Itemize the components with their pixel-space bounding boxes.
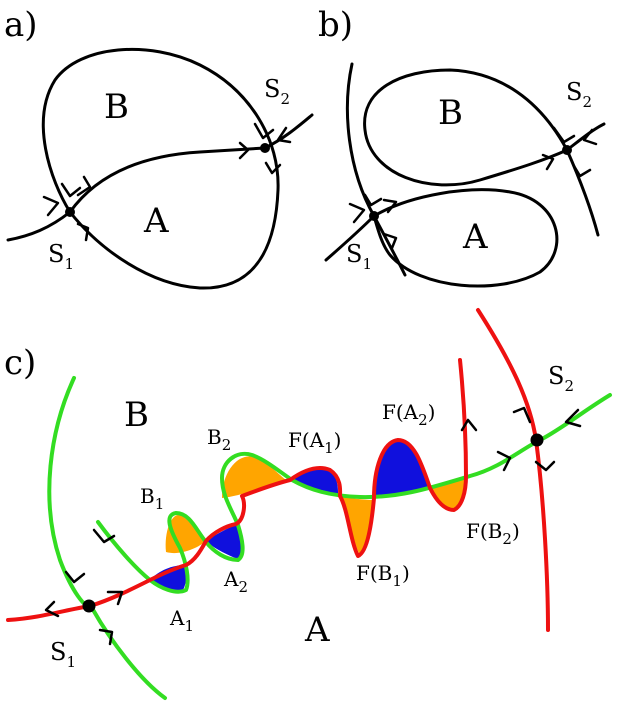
label-a2: A2: [223, 567, 248, 596]
panel-c-arrow-5: [98, 628, 114, 646]
panel-c-arrow-1: [92, 528, 116, 544]
panel-a-arrow-3: [76, 175, 92, 197]
panel-b-s2-point: [562, 145, 572, 155]
panel-c-region-b: B: [124, 395, 149, 435]
panel-b-arrow-6: [552, 126, 576, 144]
panel-a-arrow-2: [60, 182, 82, 198]
panel-a-region-a: A: [143, 201, 169, 241]
panel-a-s1-tail: [6, 210, 72, 242]
label-a1: A1: [169, 606, 194, 635]
panel-b-arrow-1: [348, 202, 366, 224]
panel-b-left-manifold: [345, 62, 407, 277]
unstable-manifold-main: [6, 358, 468, 622]
panel-b-lower-lobe: [372, 188, 559, 288]
panel-a-s1-label: S1: [48, 240, 74, 273]
label-b2: B2: [207, 425, 231, 454]
panel-a-arrow-6: [253, 122, 275, 140]
lobe-a2: [206, 525, 243, 560]
label-b1: B1: [140, 484, 164, 513]
panel-a-s2-label: S2: [264, 75, 290, 108]
panel-b-arrow-7: [582, 128, 598, 146]
panel-c-label: c): [4, 343, 36, 383]
panel-c-s2-point: [530, 433, 544, 447]
stable-manifold-wiggle: [96, 393, 612, 594]
panel-b-arrow-2: [382, 198, 398, 214]
panel-a-arrow-4: [76, 222, 90, 242]
label-fa2: F(A2): [382, 400, 435, 429]
panel-b-s2-label: S2: [566, 78, 592, 111]
panel-b-arrow-4: [382, 232, 398, 250]
label-fb1: F(B1): [356, 561, 410, 590]
panel-c-s2-label: S2: [548, 362, 574, 395]
panel-c-s1-point: [82, 599, 96, 613]
panel-b-left-lower: [324, 214, 376, 262]
panel-c-arrow-3: [44, 600, 60, 618]
panel-a-arrow-1: [42, 195, 60, 217]
panel-a-s2-tail: [263, 113, 314, 150]
panel-a-arrow-8: [264, 161, 282, 175]
panel-b-arrow-3: [363, 193, 383, 207]
panel-a-arrow-7: [276, 126, 292, 144]
panel-b-region-a: A: [462, 217, 488, 257]
panel-c-arrow-7: [512, 406, 532, 424]
panel-a-label: a): [4, 5, 38, 45]
panel-b-label: b): [318, 5, 353, 45]
panel-b-upper-lobe: [363, 68, 569, 187]
panel-c-arrow-6: [460, 418, 478, 432]
panel-b: b) B A S1 S2: [318, 5, 606, 288]
panel-a-outer-loop: [41, 47, 280, 290]
panel-c-arrow-9: [564, 408, 582, 428]
panel-c-arrow-4: [106, 590, 124, 606]
label-fa1: F(A1): [288, 428, 341, 457]
panel-b-arrow-5: [541, 153, 555, 171]
panel-a-region-b: B: [104, 87, 129, 127]
panel-b-s1-label: S1: [346, 240, 372, 273]
panel-c: c) B A S1 S2: [4, 308, 612, 700]
panel-c-s1-label: S1: [50, 638, 76, 671]
panel-b-arrow-8: [572, 164, 592, 178]
stable-manifold-left: [47, 376, 167, 700]
panel-a-s2-point: [260, 143, 270, 153]
panel-b-region-b: B: [438, 93, 463, 133]
panel-c-arrow-10: [534, 460, 556, 472]
panel-b-s1-point: [369, 211, 379, 221]
panel-c-arrow-8: [496, 450, 512, 472]
panel-a-s1-point: [65, 207, 75, 217]
panel-a-arrow-5: [238, 141, 250, 160]
panel-c-region-a: A: [304, 610, 330, 650]
panel-a: a) B A S1 S2: [4, 5, 314, 290]
label-fb2: F(B2): [466, 519, 520, 548]
panel-c-arrow-2: [64, 570, 86, 584]
